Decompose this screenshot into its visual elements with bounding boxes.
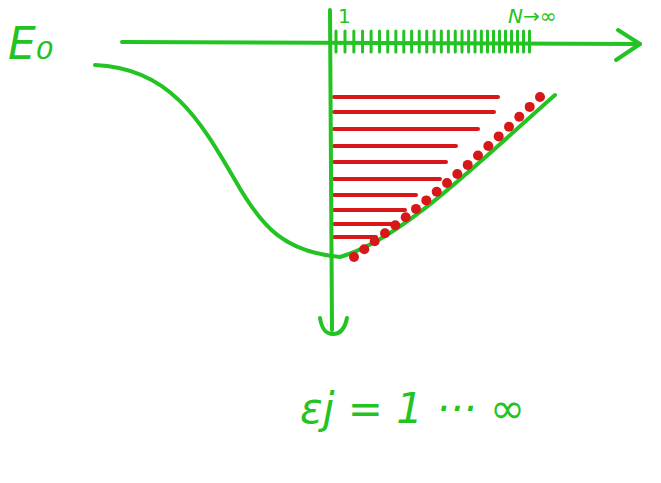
level-line [334, 235, 376, 239]
horizontal-axis [122, 42, 640, 44]
level-dot [390, 220, 400, 230]
level-line [334, 95, 498, 99]
axis-arrowhead [616, 30, 640, 60]
level-dot [421, 195, 431, 205]
level-range-label: εj = 1 ··· ∞ [300, 388, 525, 430]
tick-mark [516, 31, 519, 52]
level-dot [432, 187, 442, 197]
level-dot [525, 102, 535, 112]
level-line [334, 160, 446, 164]
level-dot [473, 151, 483, 161]
energy-label: E₀ [8, 22, 53, 66]
level-dot [359, 244, 369, 254]
level-dot [494, 131, 504, 141]
level-line [334, 222, 394, 226]
level-dot [370, 236, 380, 246]
level-line [334, 208, 405, 212]
start-index: 1 [338, 6, 351, 26]
level-dot [380, 228, 390, 238]
level-dots [349, 92, 545, 262]
level-dot [463, 160, 473, 170]
level-line [334, 193, 416, 197]
level-dot [483, 141, 493, 151]
level-dot [535, 92, 545, 102]
level-dot [452, 169, 462, 179]
potential-curve [95, 65, 555, 257]
level-dot [442, 178, 452, 188]
level-line [334, 144, 456, 148]
axis-arrowhead [320, 318, 347, 334]
level-dot [349, 252, 359, 262]
vertical-axis [330, 10, 332, 330]
level-dot [411, 204, 421, 214]
level-line [334, 177, 440, 181]
tick-mark [528, 31, 531, 52]
limit-label: N→∞ [508, 6, 556, 26]
level-line [334, 110, 494, 114]
tick-mark [522, 31, 525, 52]
level-dot [401, 212, 411, 222]
level-dot [514, 112, 524, 122]
level-dot [504, 122, 514, 132]
level-line [334, 127, 478, 131]
